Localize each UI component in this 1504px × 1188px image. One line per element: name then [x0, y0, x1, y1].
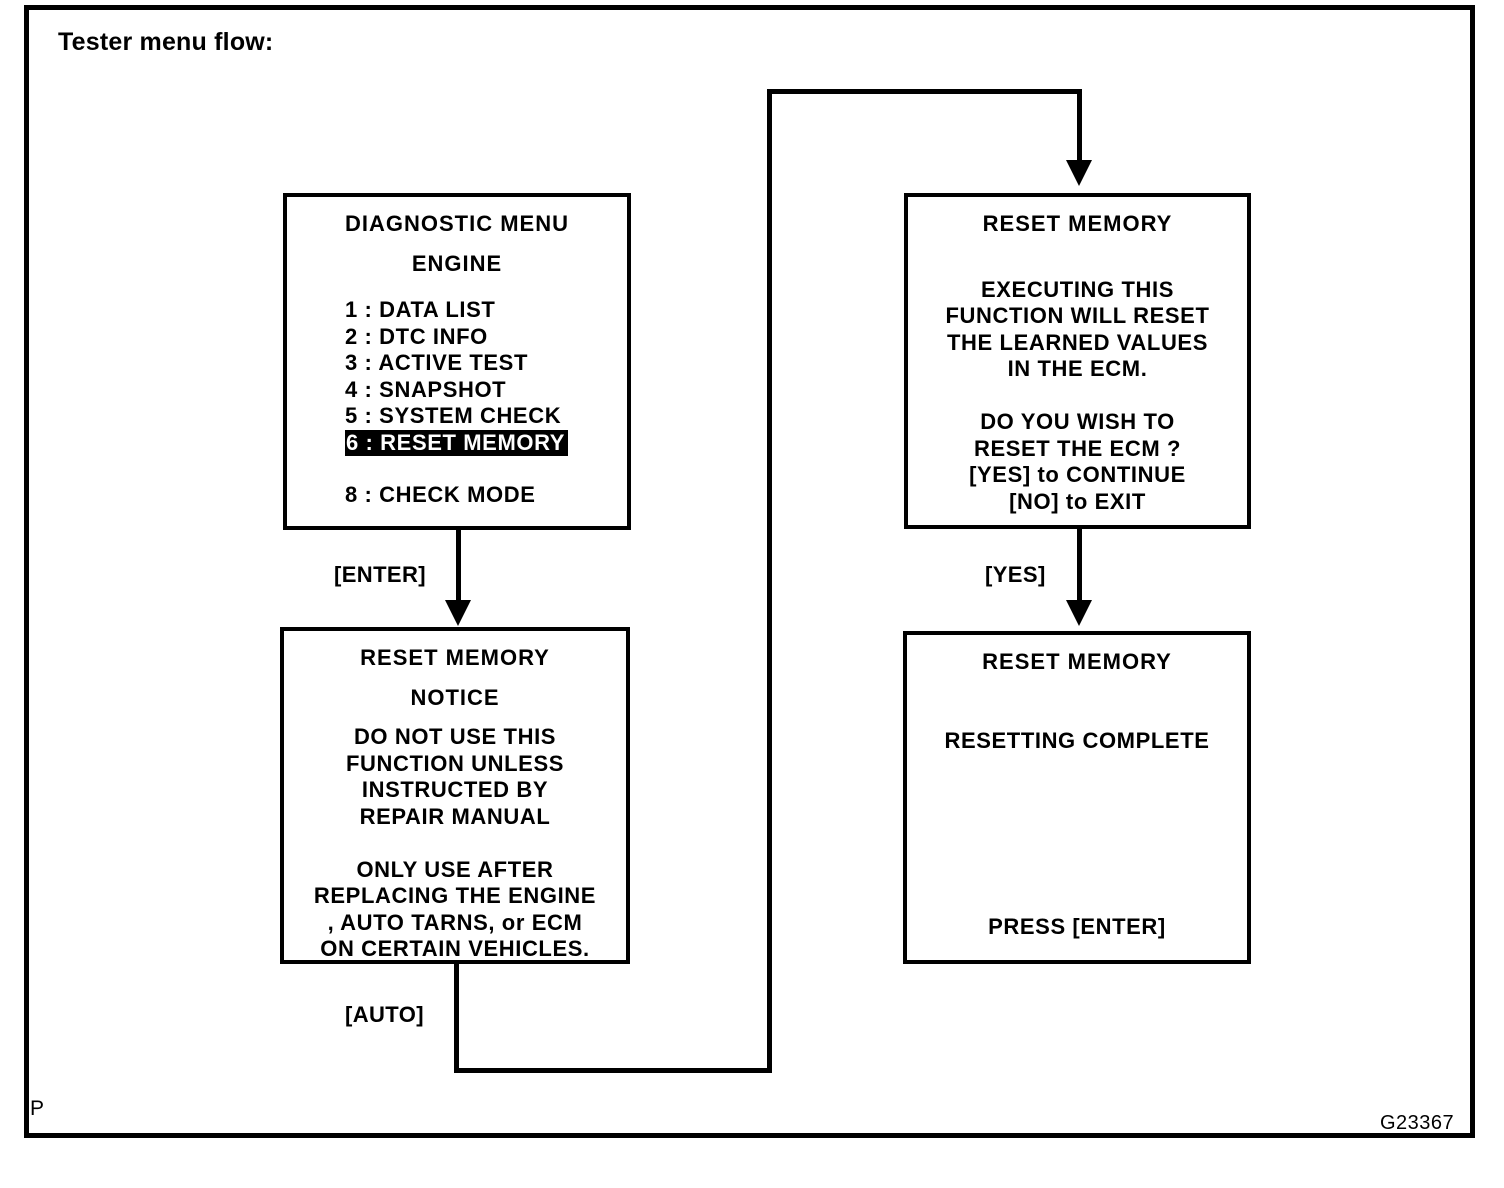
diagnostic-menu-list: 1 : DATA LIST 2 : DTC INFO 3 : ACTIVE TE… [287, 297, 627, 509]
connector-auto-into-confirm [1077, 89, 1082, 165]
spacer [907, 861, 1247, 888]
connector-auto-top-right [767, 89, 1082, 94]
diagnostic-menu-title-line1: DIAGNOSTIC MENU [345, 211, 569, 236]
spacer [908, 237, 1247, 264]
reset-notice-body-line2: FUNCTION UNLESS [346, 750, 564, 776]
spacer [907, 808, 1247, 835]
reset-complete-message: RESETTING COMPLETE [944, 728, 1210, 753]
reset-confirm-question-line2: RESET THE ECM ? [973, 435, 1181, 461]
edge-label-yes: [YES] [985, 562, 1046, 587]
page-title: Tester menu flow: [58, 28, 274, 56]
spacer [284, 830, 626, 857]
screen-reset-memory-confirm: RESET MEMORY EXECUTING THIS FUNCTION WIL… [904, 193, 1251, 529]
diagnostic-menu-title-line2: ENGINE [411, 251, 503, 276]
spacer [907, 675, 1247, 702]
spacer [907, 781, 1247, 808]
menu-item-dtc-info[interactable]: 2 : DTC INFO [345, 323, 488, 349]
edge-label-enter: [ENTER] [334, 562, 427, 587]
connector-enter-arrowhead [445, 600, 471, 626]
connector-enter-line [456, 529, 461, 605]
reset-notice-body2-line4: ON CERTAIN VEHICLES. [320, 936, 590, 961]
screen-reset-memory-notice: RESET MEMORY NOTICE DO NOT USE THIS FUNC… [280, 627, 630, 964]
reset-confirm-question-line1: DO YOU WISH TO [980, 409, 1175, 434]
spacer [284, 711, 626, 724]
reset-confirm-no-option[interactable]: [NO] to EXIT [1009, 488, 1146, 514]
connector-auto-up [767, 89, 772, 1073]
reset-confirm-body-line4: IN THE ECM. [1007, 356, 1148, 381]
reset-notice-body-line1: DO NOT USE THIS [353, 724, 557, 749]
reset-confirm-body-line3: THE LEARNED VALUES [947, 329, 1208, 355]
connector-yes-line [1077, 529, 1082, 605]
reset-confirm-body-line1: EXECUTING THIS [981, 276, 1174, 302]
connector-yes-arrowhead [1066, 600, 1092, 626]
menu-spacer [345, 456, 627, 482]
reset-notice-title-line2: NOTICE [410, 685, 500, 710]
reset-confirm-body-line2: FUNCTION WILL RESET [945, 303, 1210, 328]
menu-item-check-mode[interactable]: 8 : CHECK MODE [345, 482, 536, 507]
screen-reset-memory-complete: RESET MEMORY RESETTING COMPLETE PRESS [E… [903, 631, 1251, 964]
menu-item-system-check[interactable]: 5 : SYSTEM CHECK [345, 403, 562, 428]
menu-item-snapshot[interactable]: 4 : SNAPSHOT [345, 376, 507, 402]
edge-label-auto: [AUTO] [345, 1002, 424, 1027]
reset-confirm-yes-option[interactable]: [YES] to CONTINUE [969, 462, 1186, 487]
spacer [908, 383, 1247, 410]
menu-item-active-test[interactable]: 3 : ACTIVE TEST [345, 350, 528, 375]
reset-confirm-title: RESET MEMORY [982, 211, 1173, 236]
reset-notice-title-line1: RESET MEMORY [360, 645, 550, 670]
connector-auto-arrowhead [1066, 160, 1092, 186]
screen-diagnostic-menu: DIAGNOSTIC MENU ENGINE 1 : DATA LIST 2 :… [283, 193, 631, 530]
figure-code: G23367 [1380, 1112, 1455, 1134]
reset-notice-body-line4: REPAIR MANUAL [359, 803, 551, 829]
menu-item-data-list[interactable]: 1 : DATA LIST [345, 297, 496, 322]
reset-complete-title: RESET MEMORY [982, 649, 1172, 674]
figure-border [24, 5, 1475, 1138]
reset-notice-body-line3: INSTRUCTED BY [361, 777, 549, 802]
spacer [908, 264, 1247, 277]
corner-mark: P [30, 1097, 45, 1120]
spacer [907, 834, 1247, 861]
connector-auto-down [454, 964, 459, 1073]
reset-notice-body2-line1: ONLY USE AFTER [356, 856, 554, 882]
spacer [907, 887, 1247, 914]
menu-item-reset-memory[interactable]: 6 : RESET MEMORY [345, 429, 569, 456]
reset-complete-prompt: PRESS [ENTER] [988, 913, 1166, 939]
connector-auto-right [454, 1068, 772, 1073]
reset-notice-body2-line2: REPLACING THE ENGINE [313, 883, 597, 908]
spacer [907, 702, 1247, 729]
spacer [907, 755, 1247, 782]
reset-notice-body2-line3: , AUTO TARNS, or ECM [327, 909, 583, 935]
